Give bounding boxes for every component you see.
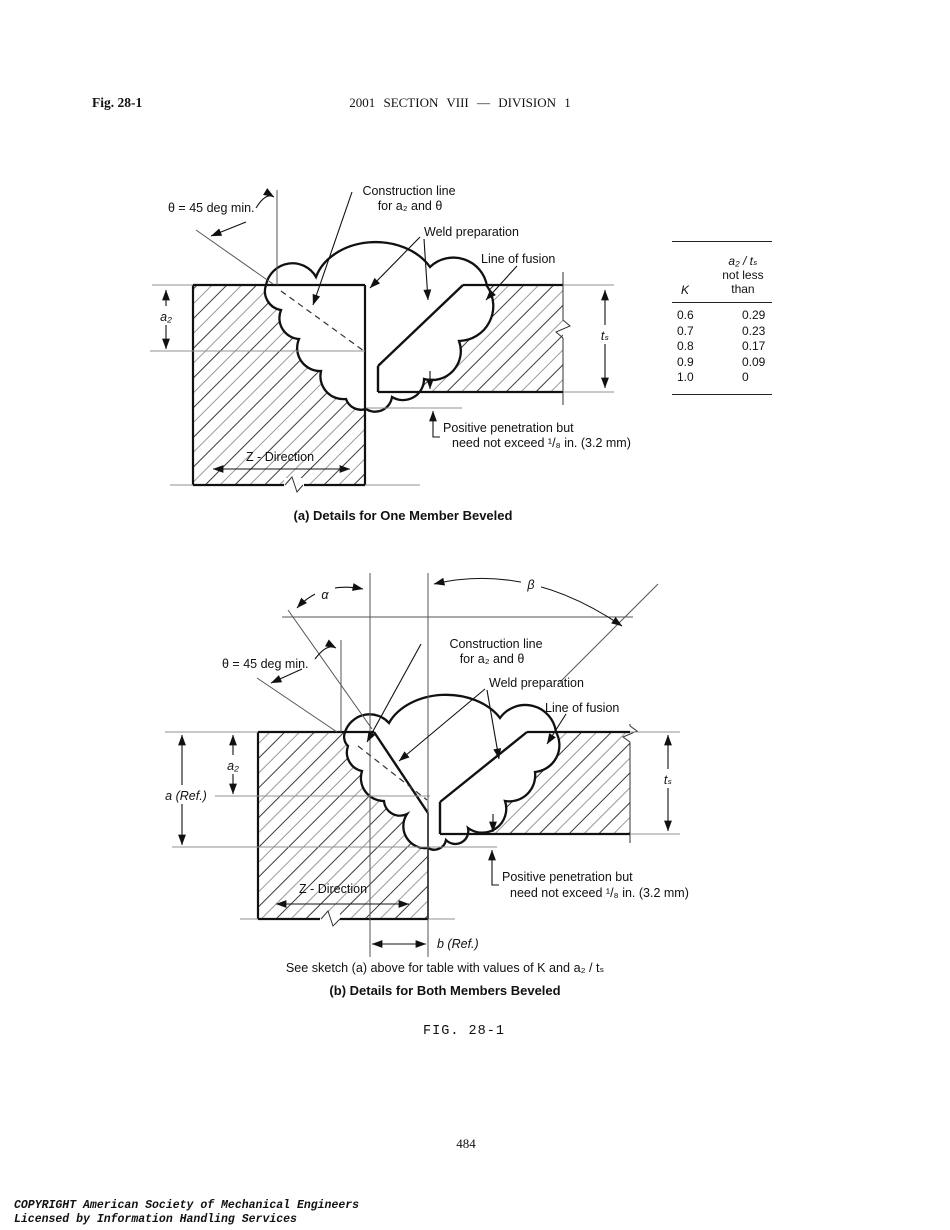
table-header: K a₂ / tₛ not less than bbox=[672, 242, 772, 302]
ts-label-bg bbox=[592, 325, 618, 344]
k-value: 1.0 bbox=[677, 370, 694, 385]
penetration-arrows bbox=[426, 371, 440, 438]
plate-break-edge bbox=[621, 724, 639, 843]
extension-lines bbox=[150, 284, 614, 486]
construction-line-label-2: for a₂ and θ bbox=[378, 199, 443, 213]
theta-label: θ = 45 deg min. bbox=[168, 201, 255, 215]
table-col2-header: a₂ / tₛ not less than bbox=[714, 242, 772, 302]
label-leaders bbox=[210, 188, 518, 306]
weld-preparation-label: Weld preparation bbox=[424, 225, 519, 239]
table-col2-header-line1: a₂ / tₛ bbox=[728, 254, 758, 268]
table-row: 0.6 0.29 bbox=[672, 308, 772, 324]
copyright-line-2: Licensed by Information Handling Service… bbox=[14, 1212, 297, 1226]
k-value: 0.9 bbox=[677, 354, 694, 369]
bottom-break-symbol bbox=[284, 476, 304, 493]
construction-line-label-2: for a₂ and θ bbox=[460, 652, 525, 666]
page-number: 484 bbox=[456, 1136, 476, 1151]
beta-label-bg bbox=[521, 574, 541, 591]
b-ref-label: b (Ref.) bbox=[437, 937, 479, 951]
a-ref-label: a (Ref.) bbox=[165, 789, 207, 803]
penetration-label-1: Positive penetration but bbox=[502, 870, 633, 884]
z-direction-label: Z - Direction bbox=[246, 450, 314, 464]
penetration-arrows bbox=[488, 814, 499, 886]
k-ratio-table: K a₂ / tₛ not less than 0.6 0.29 0.7 0.2… bbox=[672, 241, 772, 395]
table-row: 0.7 0.23 bbox=[672, 324, 772, 340]
page-header-fig-label: Fig. 28-1 bbox=[92, 95, 143, 110]
ratio-value: 0.29 bbox=[742, 308, 766, 322]
table-body: 0.6 0.29 0.7 0.23 0.8 0.17 0.9 0.09 1.0 … bbox=[672, 303, 772, 394]
beta-label: β bbox=[526, 578, 534, 592]
k-value: 0.8 bbox=[677, 339, 694, 354]
construction-line-label-1: Construction line bbox=[449, 637, 542, 651]
dashed-construction-line bbox=[280, 290, 365, 352]
copyright-footer: COPYRIGHT American Society of Mechanical… bbox=[14, 1199, 359, 1226]
line-of-fusion-label: Line of fusion bbox=[545, 701, 619, 715]
penetration-label-1: Positive penetration but bbox=[443, 421, 574, 435]
penetration-label-2: need not exceed ¹/₈ in. (3.2 mm) bbox=[452, 436, 631, 450]
diagram-b: α β θ = 45 deg min. Construction line fo… bbox=[157, 573, 689, 957]
diagram-a: θ = 45 deg min. Construction line for a₂… bbox=[150, 184, 631, 493]
figure-caption: FIG. 28-1 bbox=[423, 1024, 505, 1039]
construction-line-label-1: Construction line bbox=[362, 184, 455, 198]
weld-preparation-label: Weld preparation bbox=[489, 676, 584, 690]
caption-sketch-a: (a) Details for One Member Beveled bbox=[293, 508, 513, 523]
extension-lines bbox=[165, 731, 680, 920]
label-leaders bbox=[270, 639, 567, 762]
penetration-label-2: need not exceed ¹/₈ in. (3.2 mm) bbox=[510, 886, 689, 900]
member-edges bbox=[191, 283, 563, 487]
construction-lines bbox=[195, 190, 278, 285]
a2-label: a₂ bbox=[160, 310, 172, 324]
table-row: 0.9 0.09 bbox=[672, 355, 772, 371]
weld-prep-bevel-edges bbox=[376, 284, 464, 392]
table-top-rule bbox=[672, 241, 772, 242]
table-col1-header: K bbox=[681, 283, 690, 297]
ratio-value: 0.09 bbox=[742, 354, 766, 369]
plate-break-edge bbox=[555, 272, 571, 405]
table-row: 1.0 0 bbox=[672, 370, 772, 386]
a2-label: a₂ bbox=[227, 759, 239, 773]
sketch-b-note: See sketch (a) above for table with valu… bbox=[285, 961, 605, 975]
copyright-line-1: COPYRIGHT American Society of Mechanical… bbox=[14, 1199, 360, 1212]
theta-label: θ = 45 deg min. bbox=[222, 657, 309, 671]
k-value: 0.7 bbox=[677, 323, 694, 338]
alpha-label: α bbox=[321, 588, 329, 602]
page-header-title: 2001 SECTION VIII — DIVISION 1 bbox=[349, 95, 571, 110]
alpha-label-bg bbox=[315, 584, 335, 601]
caption-sketch-b: (b) Details for Both Members Beveled bbox=[329, 983, 561, 998]
ts-label-bg bbox=[655, 769, 681, 788]
ts-label: tₛ bbox=[664, 773, 672, 787]
table-col2-header-line2: not less bbox=[722, 268, 764, 282]
weld-prep-bevel-edges bbox=[373, 731, 528, 834]
weld-bead bbox=[342, 693, 561, 851]
line-of-fusion-label: Line of fusion bbox=[481, 252, 555, 266]
bottom-break-symbol bbox=[320, 910, 341, 927]
ratio-value: 0.17 bbox=[742, 339, 766, 354]
angle-arcs bbox=[296, 577, 623, 627]
table-header-rule bbox=[672, 302, 772, 303]
a2-label-bg bbox=[219, 755, 247, 774]
k-value: 0.6 bbox=[677, 308, 694, 322]
z-direction-label: Z - Direction bbox=[299, 882, 367, 896]
ts-label: tₛ bbox=[601, 329, 609, 343]
a2-label-bg bbox=[152, 306, 180, 325]
ratio-value: 0 bbox=[742, 370, 749, 385]
table-row: 0.8 0.17 bbox=[672, 339, 772, 355]
a-ref-label-bg bbox=[157, 785, 215, 804]
table-bottom-rule bbox=[672, 393, 772, 395]
table-col2-header-line3: than bbox=[731, 282, 755, 296]
ratio-value: 0.23 bbox=[742, 323, 766, 338]
dashed-construction-line bbox=[357, 745, 428, 801]
